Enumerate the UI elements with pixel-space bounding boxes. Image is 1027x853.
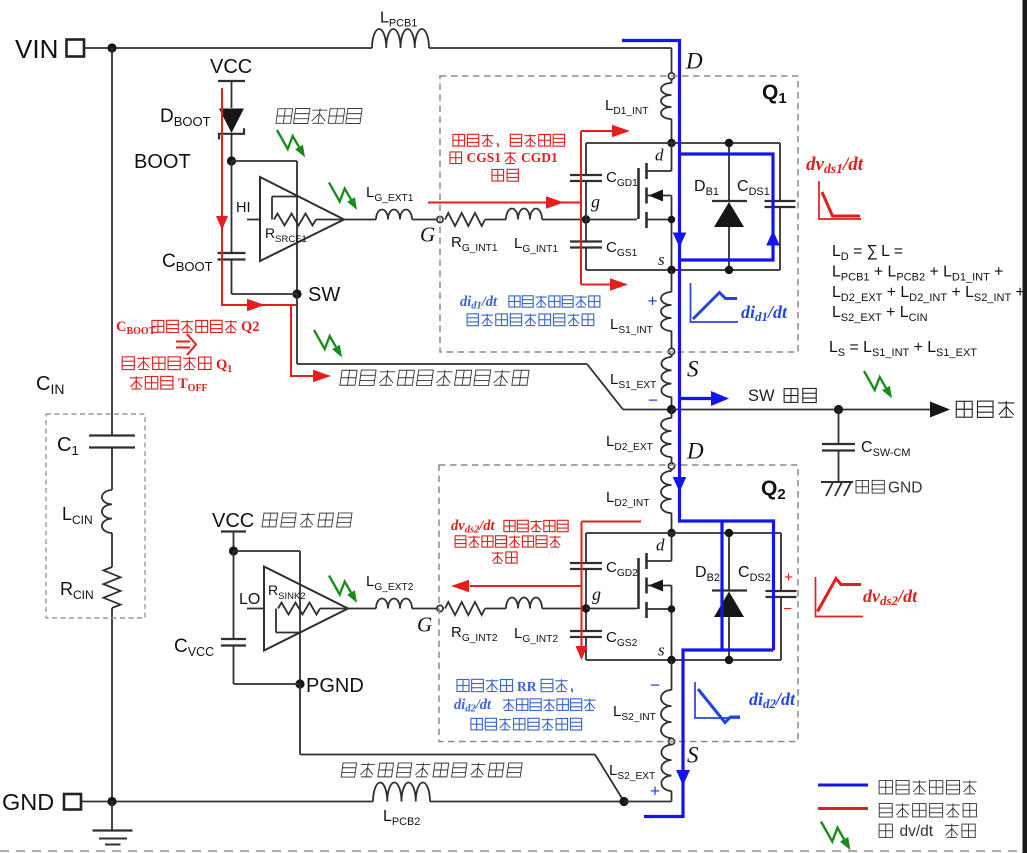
svg-text:+: +	[650, 781, 660, 801]
svg-text:d: d	[656, 536, 665, 555]
svg-text:SW: SW	[748, 387, 775, 405]
svg-text:Q2: Q2	[761, 477, 786, 503]
svg-text:+: +	[784, 569, 793, 586]
svg-text:RR: RR	[517, 679, 537, 694]
svg-text:LO: LO	[239, 591, 260, 608]
svg-text:G: G	[420, 223, 435, 247]
svg-text:PGND: PGND	[306, 675, 364, 697]
svg-text:LD = ∑ L =: LD = ∑ L =	[832, 243, 903, 263]
svg-text:BOOT: BOOT	[134, 151, 191, 173]
svg-text:s: s	[658, 641, 665, 660]
svg-text:D: D	[686, 439, 704, 464]
svg-text:S: S	[687, 357, 699, 382]
svg-text:+: +	[647, 291, 657, 311]
svg-text:−: −	[650, 675, 660, 695]
svg-text:s: s	[658, 250, 665, 269]
svg-text:HI: HI	[236, 200, 251, 216]
svg-text:dvds2/dt: dvds2/dt	[451, 518, 496, 536]
svg-text:did1/dt: did1/dt	[460, 294, 498, 312]
svg-text:did1/dt: did1/dt	[741, 302, 788, 324]
svg-text:d: d	[655, 146, 664, 165]
svg-text:VCC: VCC	[210, 56, 252, 78]
svg-text:LPCB1 + LPCB2 + LD1_INT +: LPCB1 + LPCB2 + LD1_INT +	[832, 264, 1003, 284]
svg-text:GND: GND	[888, 480, 922, 497]
svg-text:dv/dt: dv/dt	[900, 823, 934, 840]
svg-text:did2/dt: did2/dt	[454, 697, 492, 715]
svg-text:dvds1/dt: dvds1/dt	[806, 154, 864, 176]
svg-text:−: −	[648, 390, 658, 410]
svg-text:CGD1: CGD1	[521, 150, 558, 165]
svg-text:g: g	[591, 192, 600, 212]
svg-text:D: D	[685, 49, 703, 74]
svg-text:dvds2/dt: dvds2/dt	[863, 586, 918, 608]
svg-text:Q2: Q2	[241, 319, 260, 335]
svg-text:VCC: VCC	[212, 510, 254, 532]
svg-text:did2/dt: did2/dt	[749, 689, 796, 711]
svg-text:GND: GND	[2, 789, 54, 815]
svg-text:VIN: VIN	[15, 34, 58, 64]
svg-text:S: S	[687, 743, 699, 768]
svg-text:−: −	[783, 601, 792, 618]
svg-text:CGS1: CGS1	[467, 150, 502, 165]
svg-text:g: g	[592, 584, 601, 604]
svg-text:SW: SW	[308, 284, 340, 306]
svg-text:Q1: Q1	[762, 81, 787, 107]
svg-text:G: G	[417, 613, 432, 637]
